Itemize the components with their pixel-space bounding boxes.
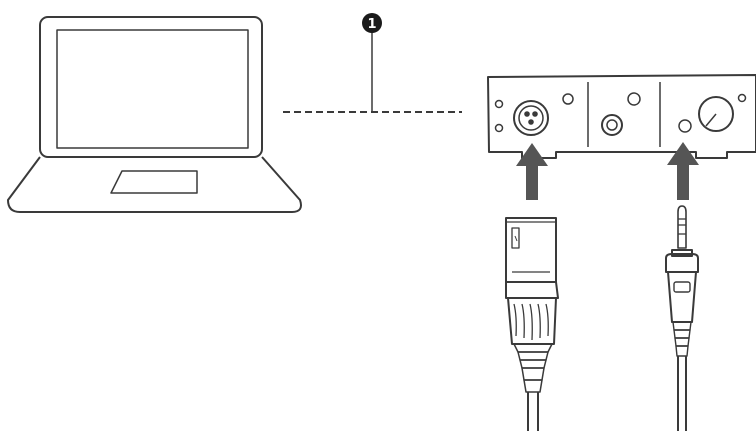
trs-jack-icon: [665, 205, 699, 431]
callout-label: 1: [367, 17, 376, 32]
audio-interface-icon: [487, 74, 756, 159]
laptop-icon: [7, 16, 302, 213]
xlr-connector-icon: [505, 217, 559, 431]
arrow-up-icon-2: [667, 142, 699, 200]
callout-1: 1: [362, 13, 382, 112]
arrow-up-icon: [516, 143, 548, 200]
